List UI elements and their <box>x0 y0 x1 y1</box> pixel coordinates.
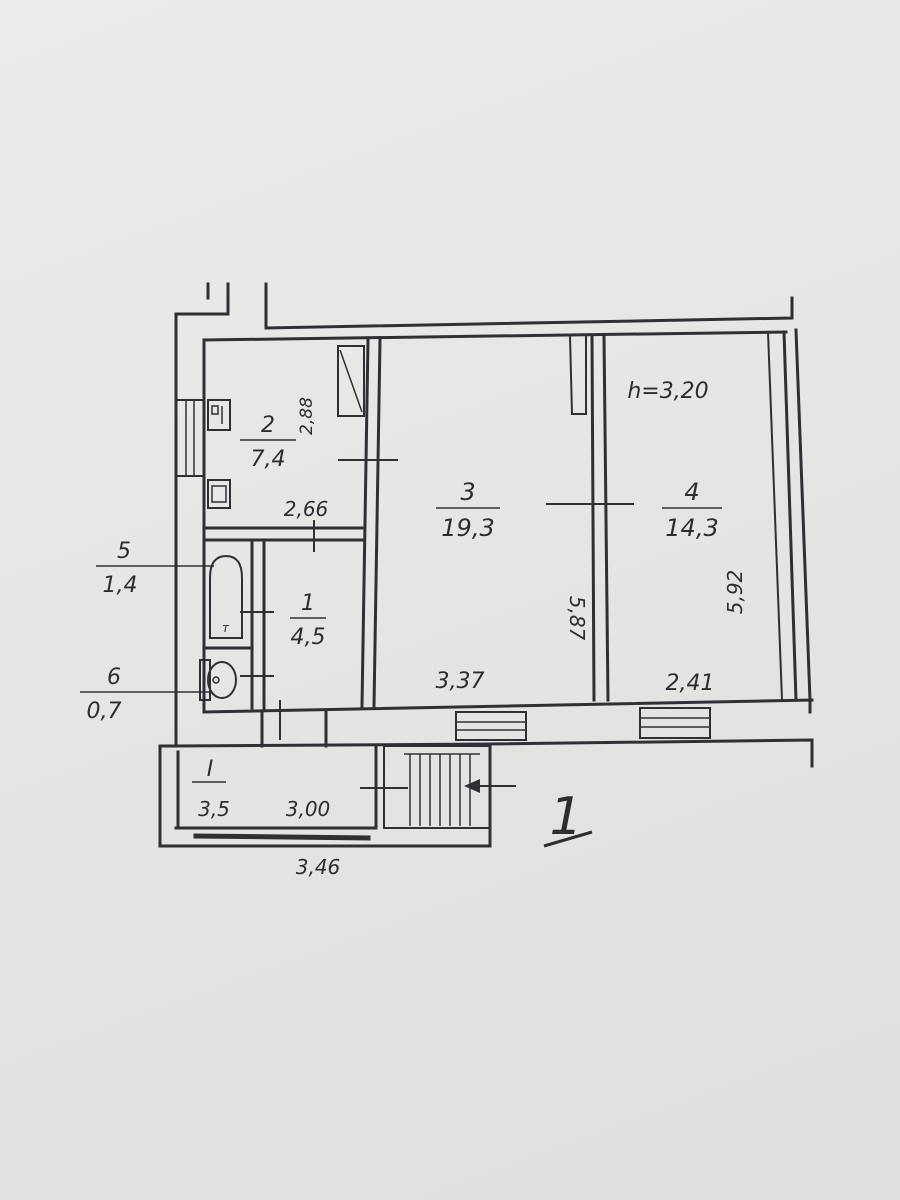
inner-walls <box>174 330 814 830</box>
bathtub-icon: т <box>209 554 243 639</box>
svg-text:т: т <box>222 621 230 635</box>
dim-roomI-inner: 3,00 <box>286 797 331 821</box>
dim-room3-width: 3,37 <box>436 669 485 694</box>
roomI-area: 3,5 <box>198 797 230 821</box>
room6-number: 6 <box>107 665 121 690</box>
toilet-icon <box>199 659 237 701</box>
dim-room2-width: 2,66 <box>284 497 329 521</box>
room4-number: 4 <box>684 478 699 506</box>
inner-perimeter-top <box>202 330 788 342</box>
dim-room4-width: 2,41 <box>666 671 715 696</box>
window-room4 <box>639 707 711 739</box>
room-labels: 2 7,4 3 19,3 4 14,3 1 4,5 5 1,4 6 0,7 I … <box>87 413 719 821</box>
room2-area: 7,4 <box>251 447 286 472</box>
room6-area: 0,7 <box>87 699 122 724</box>
windows <box>175 399 711 841</box>
inner-perimeter-left-bottom <box>202 338 814 714</box>
room5-number: 5 <box>117 539 131 564</box>
door-marks <box>240 459 634 789</box>
outer-wall-right <box>794 328 812 714</box>
dim-room2-height: 2,88 <box>297 397 317 435</box>
stove-icon <box>207 399 231 431</box>
dim-roomI-outer: 3,46 <box>296 855 341 879</box>
room3-number: 3 <box>460 478 475 506</box>
window-vestibule <box>193 833 371 841</box>
facade-wall-right <box>488 738 814 768</box>
facade-wall-left <box>174 742 492 748</box>
floor-marker: 1 <box>549 787 582 847</box>
room4-area: 14,3 <box>665 514 718 542</box>
wall-room3-room4-b <box>602 334 610 702</box>
ceiling-height-label: h=3,20 <box>627 379 708 404</box>
dim-room4-length: 5,92 <box>723 570 747 615</box>
window-room3 <box>455 711 527 741</box>
dimension-labels: 2,88 2,66 3,37 5,87 2,41 5,92 3,00 3,46 <box>284 397 747 879</box>
outer-wall-left <box>158 282 492 848</box>
window-left <box>175 399 205 477</box>
cabinet-icon <box>337 345 365 417</box>
stairs-icon <box>383 745 491 829</box>
floor-marker-underline <box>543 830 593 848</box>
room3-area: 19,3 <box>441 514 494 542</box>
room2-number: 2 <box>261 413 275 438</box>
outer-walls <box>158 282 814 848</box>
wall-room2-room3-a <box>360 338 370 708</box>
room4-right-inner-wall <box>767 331 783 701</box>
room5-area: 1,4 <box>103 573 138 598</box>
inner-perimeter-right <box>782 330 798 702</box>
sink-icon <box>207 479 231 509</box>
room3-niche <box>569 335 587 415</box>
wall-room2-room3-b <box>372 338 382 708</box>
wall-room3-room4-a <box>590 334 596 702</box>
dim-room3-length: 5,87 <box>565 596 589 641</box>
roomI-number: I <box>207 757 214 782</box>
room1-number: 1 <box>301 591 315 616</box>
outer-wall-top <box>264 282 794 330</box>
room1-area: 4,5 <box>291 625 326 650</box>
fixtures: т <box>199 345 516 829</box>
entry-arrow-icon <box>464 779 516 793</box>
